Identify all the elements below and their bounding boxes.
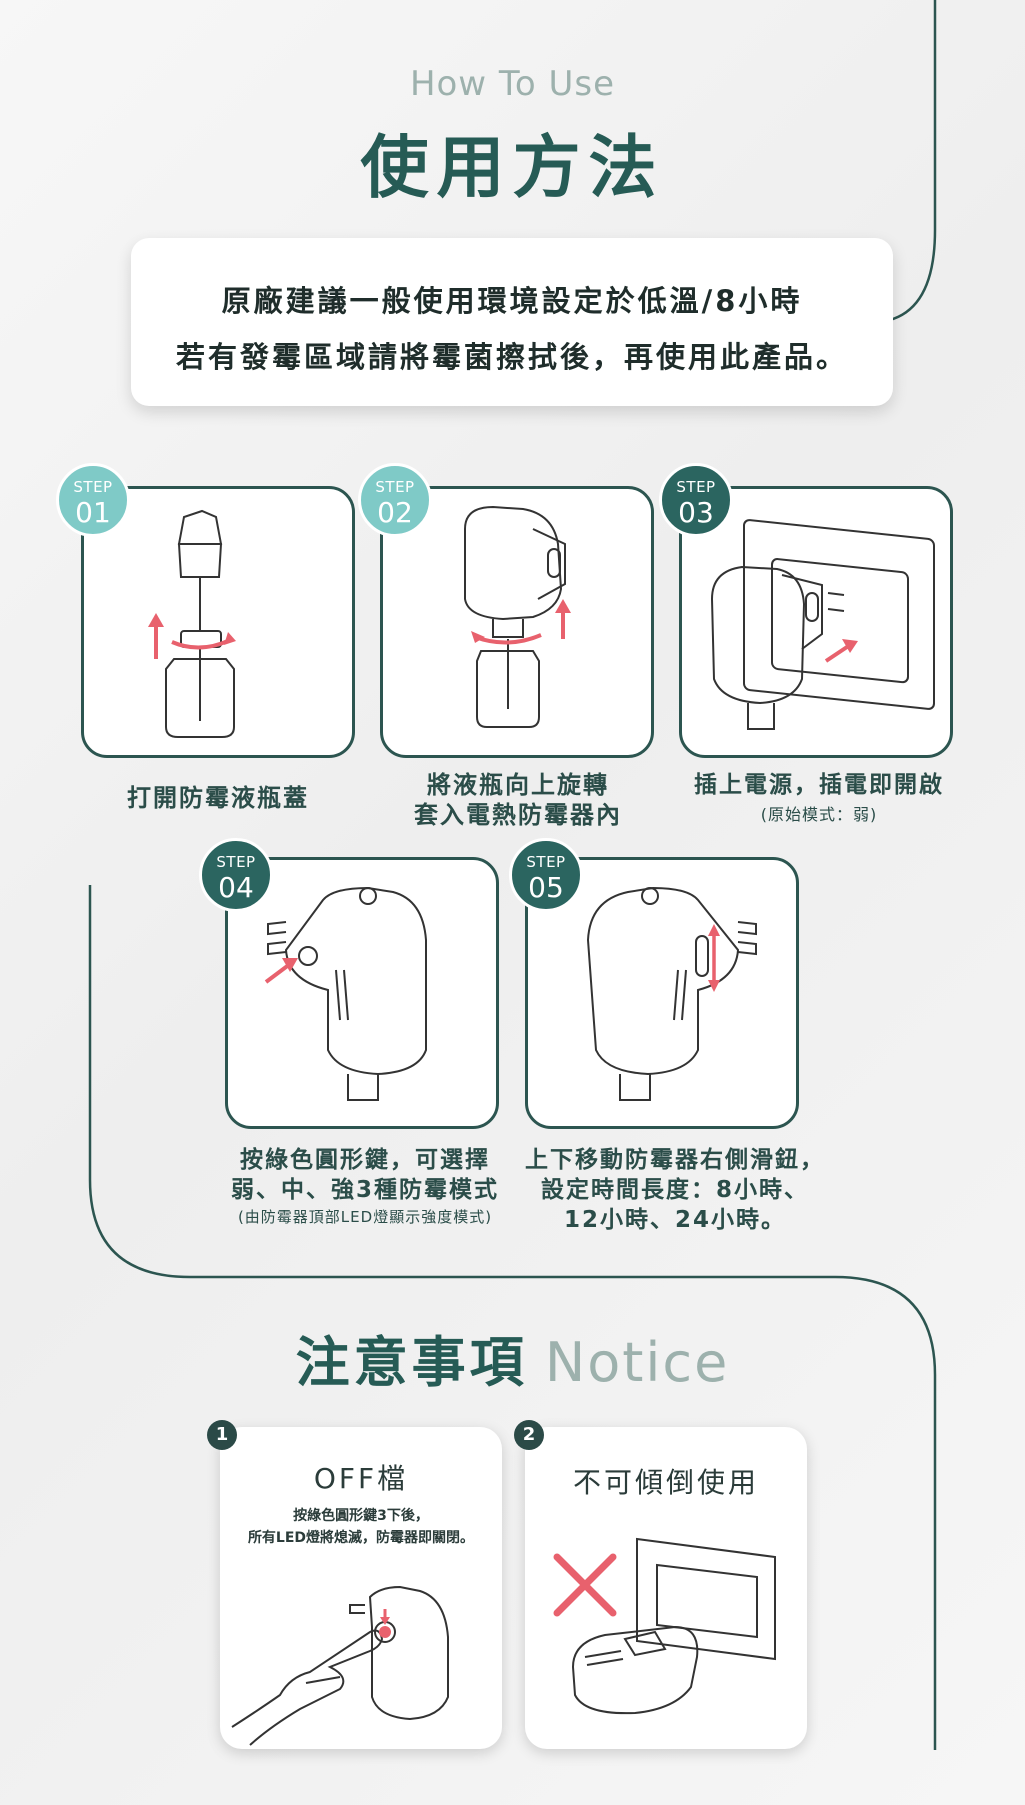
step-04-note: (由防霉器頂部LED燈顯示強度模式) [237,1208,493,1226]
notice-card-2: 不可傾倒使用 [525,1427,807,1749]
step-01-caption: 打開防霉液瓶蓋 [127,784,309,812]
step-02-badge: STEP 02 [358,463,432,537]
step-02-badge-number: 02 [377,496,413,529]
step-01-card [81,486,355,758]
step-04-badge-number: 04 [218,871,254,904]
notice-2-number-badge: 2 [514,1420,544,1450]
step-05-badge: STEP 05 [509,838,583,912]
step-05-card [525,857,799,1129]
step-02-card [380,486,654,758]
slide-timer-switch-illustration [586,886,757,1101]
step-04-badge-label: STEP [216,853,256,871]
bottle-cap-illustration [148,509,236,738]
notice-1-desc-line-1: 按綠色圓形鍵3下後， [293,1508,429,1524]
step-03-badge: STEP 03 [659,463,733,537]
notice-2-title: 不可傾倒使用 [572,1466,759,1499]
notice-card-1: OFF檔 按綠色圓形鍵3下後， 所有LED燈將熄滅，防霉器即關閉。 [220,1427,502,1749]
step-05-badge-label: STEP [526,853,566,871]
step-03-card [679,486,953,758]
step-01-badge-number: 01 [75,496,111,529]
intro-line-2: 若有發霉區域請將霉菌擦拭後，再使用此產品。 [175,340,848,374]
page-title: 使用方法 [360,129,665,208]
step-05-caption-line-3: 12小時、24小時。 [563,1207,786,1233]
step-02-caption-line-1: 將液瓶向上旋轉 [427,771,609,799]
notice-1-number-badge: 1 [207,1420,237,1450]
cross-mark-icon [553,1553,617,1617]
step-05-badge-number: 05 [528,871,564,904]
notice-title-en: Notice [544,1331,730,1394]
press-green-button-illustration [264,886,427,1101]
step-05-caption-line-1: 上下移動防霉器右側滑鈕， [525,1147,825,1173]
step-03-badge-label: STEP [676,478,716,496]
intro-card: 原廠建議一般使用環境設定於低溫/8小時 若有發霉區域請將霉菌擦拭後，再使用此產品… [131,238,893,406]
notice-title-zh: 注意事項 [295,1331,528,1394]
intro-line-1: 原廠建議一般使用環境設定於低溫/8小時 [221,284,803,318]
plug-into-outlet-illustration [710,519,935,730]
step-05-caption-line-2: 設定時間長度：8小時、 [540,1177,809,1203]
step-04-card [225,857,499,1129]
hand-press-off-illustration [231,1585,449,1746]
step-02-badge-label: STEP [375,478,415,496]
notice-title: 注意事項 Notice [0,1318,1025,1397]
step-03-caption: 插上電源，插電即開啟 [694,772,944,798]
step-04-badge: STEP 04 [199,838,273,912]
do-not-tilt-illustration [553,1537,776,1715]
step-01-badge-label: STEP [73,478,113,496]
section-subtitle: How To Use [409,64,616,104]
step-04-caption-line-1: 按綠色圓形鍵，可選擇 [240,1147,490,1173]
step-01-badge: STEP 01 [56,463,130,537]
notice-1-title: OFF檔 [313,1462,409,1495]
step-04-caption-line-2: 弱、中、強3種防霉模式 [230,1177,499,1203]
step-03-note: (原始模式：弱) [760,805,878,824]
notice-1-desc-line-2: 所有LED燈將熄滅，防霉器即關閉。 [247,1530,475,1546]
step-02-caption-line-2: 套入電熱防霉器內 [414,801,622,829]
bottle-into-heater-illustration [464,505,571,728]
step-03-badge-number: 03 [678,496,714,529]
